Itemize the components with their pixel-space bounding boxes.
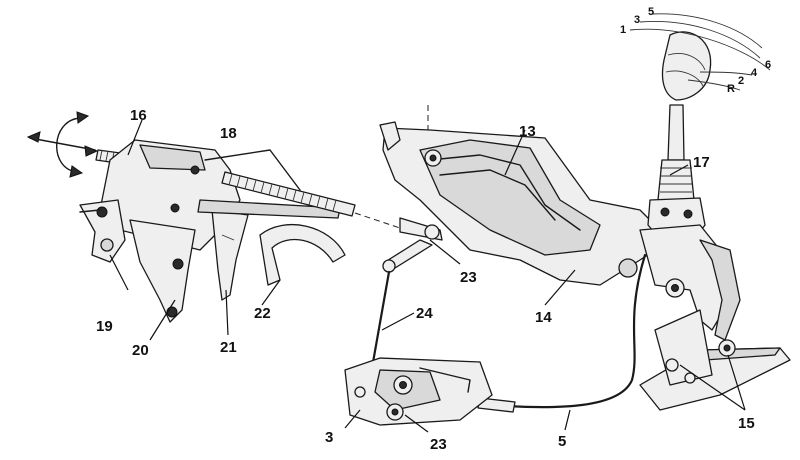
gear-label-5: 5 [648,6,654,18]
callout-17: 17 [693,154,710,171]
linkage-rod [370,217,443,370]
callout-23-upper: 23 [460,269,477,286]
gear-pattern-labels: 1 3 5 R 2 4 6 [620,6,771,95]
callout-14: 14 [535,309,552,326]
gear-label-2: 2 [738,75,744,87]
gear-pattern-guides [629,13,771,91]
callout-15: 15 [738,415,755,432]
callout-13: 13 [519,123,536,140]
selector-shaft-assembly [79,139,356,323]
callout-18: 18 [220,125,237,142]
callout-23-lower: 23 [430,436,447,453]
callout-20: 20 [132,342,149,359]
callout-5: 5 [558,433,566,450]
alignment-line [354,212,401,229]
gear-label-3: 3 [634,14,640,26]
gear-lever [639,31,741,341]
callouts: 16 18 13 17 19 20 21 22 23 24 14 3 23 5 … [96,107,755,453]
gear-label-4: 4 [751,67,758,79]
lever-housing [379,121,671,286]
gear-label-1: 1 [620,24,626,36]
shift-cable [477,253,647,413]
callout-16: 16 [130,107,147,124]
callout-21: 21 [220,339,237,356]
base-mount [639,309,791,411]
gear-label-6: 6 [765,59,771,71]
callout-19: 19 [96,318,113,335]
lower-bracket [344,357,493,426]
callout-22: 22 [254,305,271,322]
leader-lines [109,119,746,433]
callout-3: 3 [325,429,333,446]
callout-24: 24 [416,305,433,322]
motion-arrows [26,111,99,178]
gear-label-r: R [727,83,735,95]
